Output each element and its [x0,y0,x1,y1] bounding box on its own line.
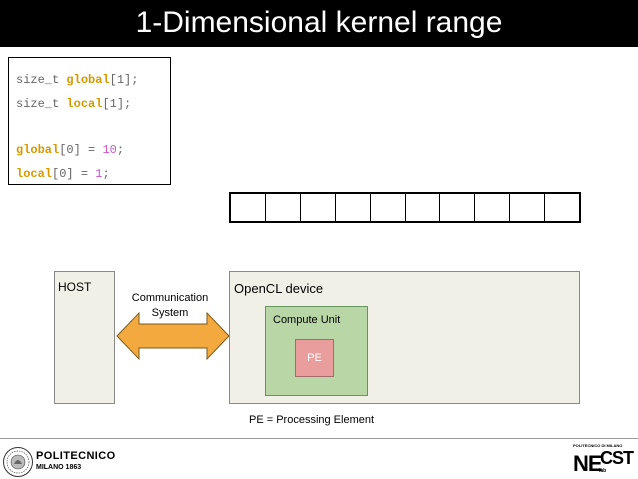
range-cell [266,194,301,221]
range-cell [301,194,336,221]
necst-logo-subtitle: lab [599,468,607,474]
politecnico-logo-icon [3,447,33,477]
pe-legend: PE = Processing Element [249,414,375,426]
range-cell [510,194,546,221]
code-var-local: local [16,167,53,181]
range-cell [336,194,371,221]
range-cell [371,194,406,221]
host-label: HOST [58,280,92,294]
code-line-local-assign: local[0] = 1; [16,162,170,186]
footer-divider [0,438,638,439]
code-blank-line [16,116,170,138]
communication-label-line1: Communication [131,292,209,304]
code-number: 1 [95,167,103,181]
code-type: size_t [16,97,67,111]
code-end: ; [116,143,125,157]
range-cell [440,194,476,221]
code-var-global: global [16,143,60,157]
code-line-local-decl: size_t local[1]; [16,92,170,116]
communication-label-line2: System [151,307,189,319]
code-var-local: local [66,97,103,111]
range-cell [545,194,579,221]
code-type: size_t [16,73,67,87]
code-var-global: global [66,73,110,87]
code-mid: [0] = [52,167,96,181]
code-line-global-decl: size_t global[1]; [16,68,170,92]
code-line-global-assign: global[0] = 10; [16,138,170,162]
code-snippet: size_t global[1]; size_t local[1]; globa… [8,57,171,185]
host-box: HOST [54,271,115,404]
range-cell [231,194,266,221]
communication-arrow-icon [116,312,230,360]
kernel-range-array [229,192,581,223]
politecnico-name: POLITECNICO [36,450,116,462]
compute-unit-label: Compute Unit [273,314,341,326]
necst-logo-cst: CST [600,448,634,468]
code-rest: [1]; [109,73,139,87]
code-number: 10 [102,143,117,157]
necst-logo-ne: NE [573,451,603,476]
politecnico-subtitle: MILANO 1863 [36,464,82,471]
code-rest: [1]; [102,97,132,111]
range-cell [475,194,511,221]
slide-title: 1-Dimensional kernel range [0,0,638,47]
necst-header-text: POLITECNICO DI MILANO [573,443,623,448]
opencl-device-label: OpenCL device [234,281,324,296]
code-end: ; [102,167,110,181]
communication-label: Communication System [121,291,219,321]
code-mid: [0] = [59,143,103,157]
processing-element-box: PE [295,339,334,377]
range-cell [406,194,441,221]
